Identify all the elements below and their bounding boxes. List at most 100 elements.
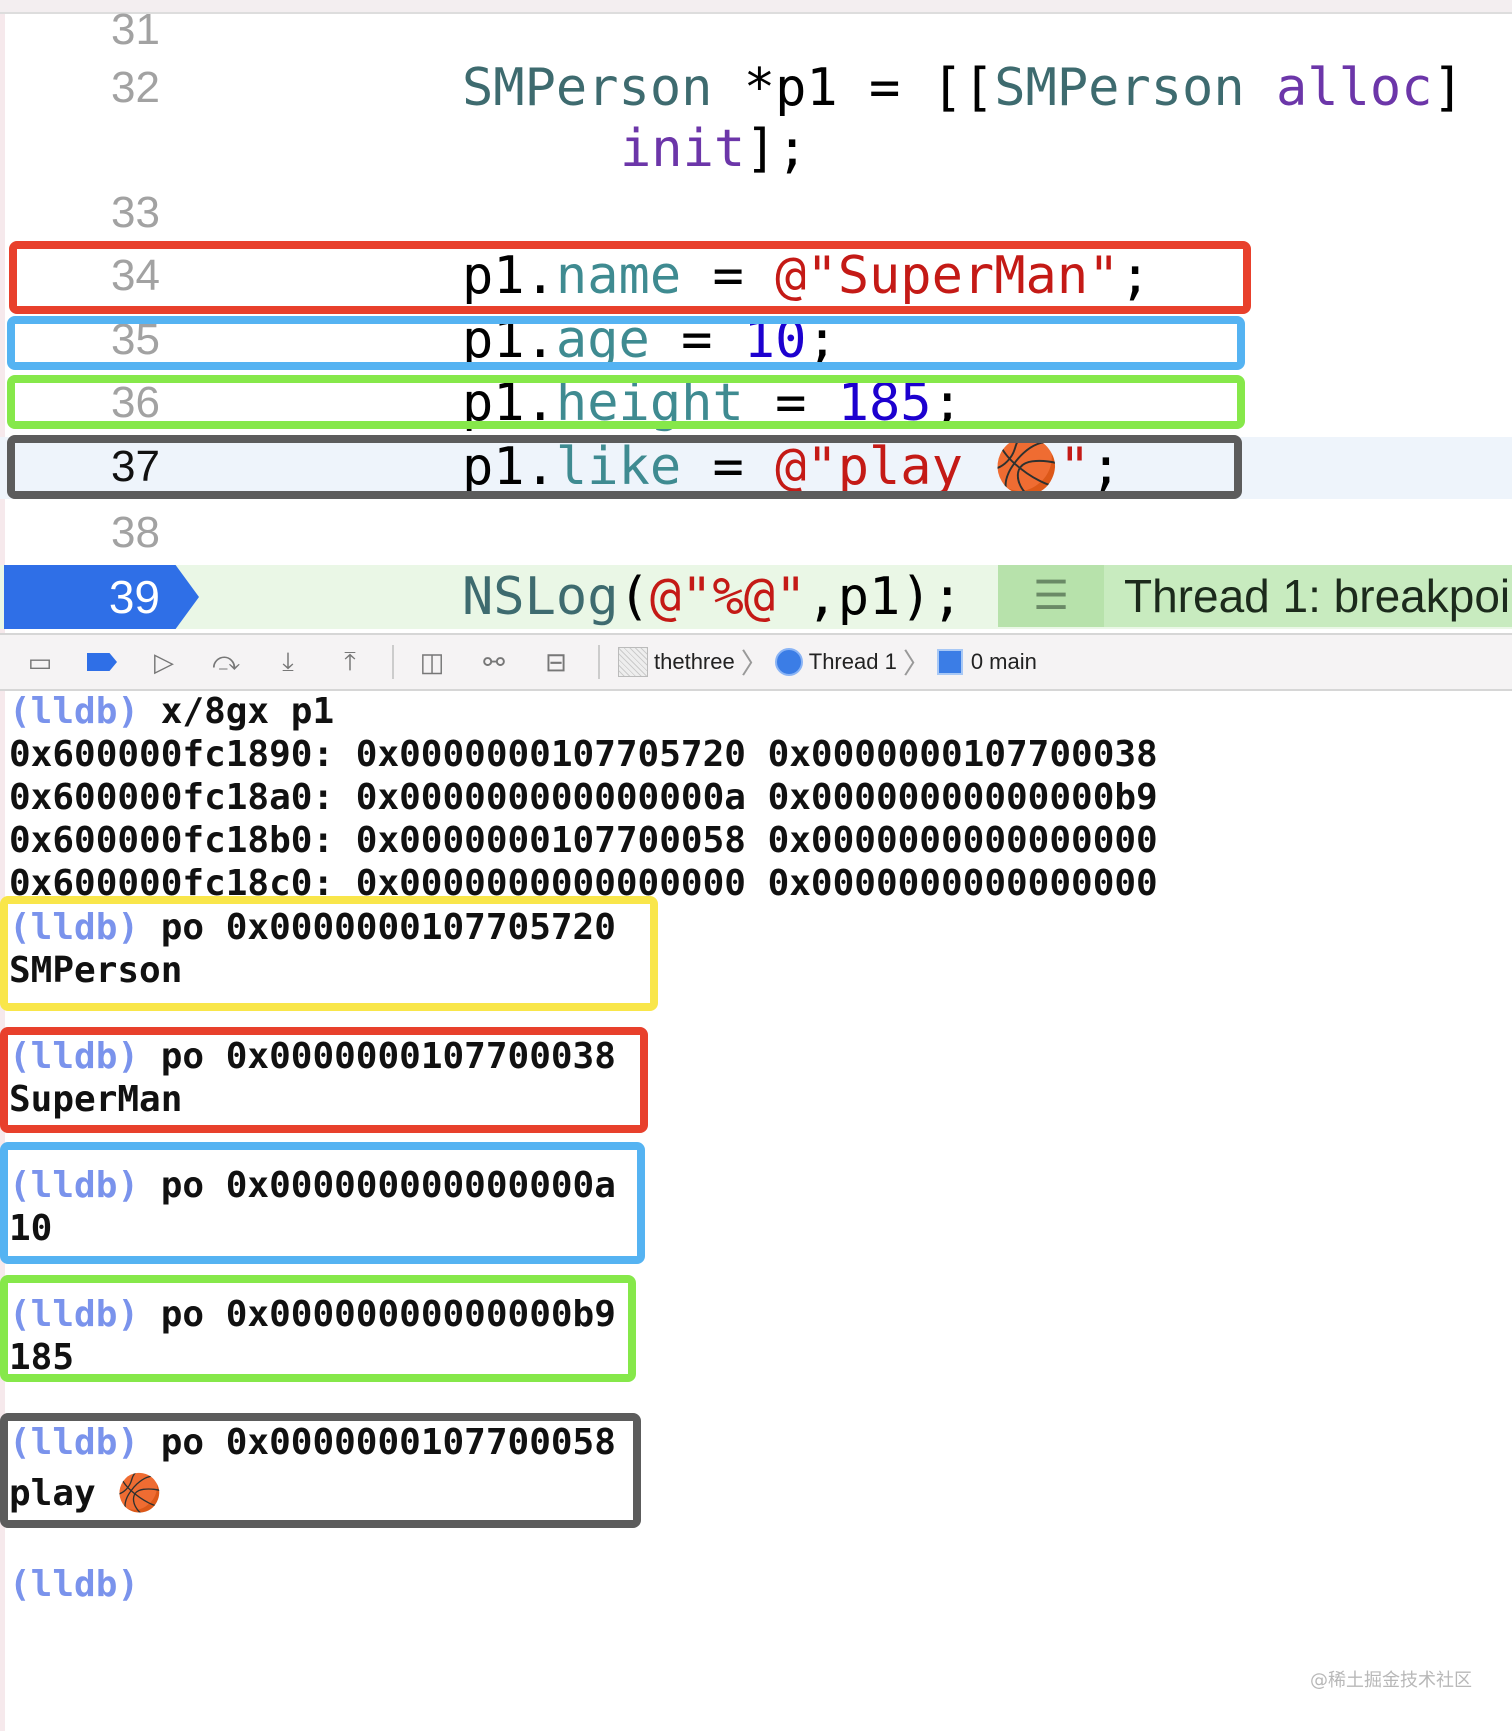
lldb-prompt: (lldb) <box>9 1036 140 1077</box>
memory-row: 0x600000fc1890: 0x0000000107705720 0x000… <box>9 734 1158 775</box>
environment-overrides-icon[interactable]: ⊟ <box>545 646 567 677</box>
console-line: 0x600000fc18b0: 0x0000000107700058 0x000… <box>9 819 1158 862</box>
thread-crumb[interactable]: Thread 1 <box>808 649 897 674</box>
highlight-box-po <box>0 1142 645 1264</box>
view-hierarchy-icon[interactable]: ◫ <box>419 646 445 677</box>
space <box>139 1294 161 1335</box>
console-command: po 0x000000000000000a <box>160 1165 616 1206</box>
line-number[interactable]: 33 <box>111 188 160 237</box>
step-into-icon[interactable]: ⤓ <box>282 646 294 676</box>
code-token: @"SuperMan" <box>775 246 1120 306</box>
code-token: = <box>681 437 776 497</box>
code-token: SMPerson <box>994 58 1245 118</box>
space <box>139 907 161 948</box>
memory-graph-icon[interactable]: ⚯ <box>483 646 505 677</box>
line-number[interactable]: 31 <box>111 5 160 54</box>
code-token: = <box>681 246 776 306</box>
space <box>139 1422 161 1463</box>
console-line: play 🏀 <box>9 1472 162 1515</box>
code-token: ; <box>1090 437 1122 497</box>
console-output: 10 <box>9 1208 53 1249</box>
code-line[interactable]: init]; <box>620 119 808 179</box>
line-number[interactable]: 38 <box>111 508 160 557</box>
console-line: (lldb) po 0x000000000000000a <box>9 1164 616 1207</box>
toolbar-divider <box>392 645 394 679</box>
console-output: SMPerson <box>9 950 183 991</box>
lldb-prompt: (lldb) <box>9 1165 140 1206</box>
console-output: 185 <box>9 1337 75 1378</box>
console-line: (lldb) po 0x0000000107700058 <box>9 1421 616 1464</box>
debug-toolbar: ▭ ▷ ⤼ ⤓ ⤒ ◫ ⚯ ⊟ thethree 〉 Thread 1 〉 0 … <box>0 633 1512 691</box>
step-over-icon[interactable]: ⤼ <box>212 646 240 676</box>
breakpoint-line-number[interactable]: 39 <box>108 571 160 623</box>
code-token: init <box>620 119 746 179</box>
hide-console-icon[interactable]: ▭ <box>27 646 53 677</box>
breakpoint-toggle-icon[interactable] <box>82 646 122 678</box>
menu-icon[interactable]: ☰ <box>998 565 1104 627</box>
line-number[interactable]: 32 <box>111 63 160 112</box>
code-line[interactable]: SMPerson *p1 = [[SMPerson alloc] <box>462 58 1464 118</box>
memory-row: 0x600000fc18b0: 0x0000000107700058 0x000… <box>9 820 1158 861</box>
step-out-icon[interactable]: ⤒ <box>344 646 356 676</box>
highlight-box-name <box>9 241 1251 314</box>
space <box>139 691 161 732</box>
frame-icon <box>936 649 963 675</box>
thread-badge-text: Thread 1: breakpoint 1.1 <box>1124 570 1512 622</box>
code-token: NSLog <box>462 567 619 627</box>
editor-top-bar <box>0 0 1512 14</box>
lldb-prompt: (lldb) <box>9 1422 140 1463</box>
line-number[interactable]: 37 <box>111 442 160 491</box>
console-command: po 0x0000000107700038 <box>160 1036 616 1077</box>
console-line: 185 <box>9 1336 74 1379</box>
thread-breakpoint-badge[interactable]: ☰ Thread 1: breakpoint 1.1 <box>998 565 1512 627</box>
console-command: po 0x00000000000000b9 <box>160 1294 616 1335</box>
console-line: 10 <box>9 1207 52 1250</box>
code-line[interactable]: p1.name = @"SuperMan"; <box>462 246 1151 306</box>
console-command: po 0x0000000107700058 <box>160 1422 616 1463</box>
console-line: 0x600000fc1890: 0x0000000107705720 0x000… <box>9 733 1158 776</box>
code-line[interactable]: p1.like = @"play 🏀"; <box>462 437 1122 497</box>
lldb-prompt: (lldb) <box>9 691 140 732</box>
line-number[interactable]: 36 <box>111 378 160 427</box>
highlight-box-like <box>7 435 1242 499</box>
window-edge <box>0 0 5 1731</box>
console-output: SuperMan <box>9 1079 183 1120</box>
current-line-highlight <box>0 437 1512 499</box>
app-icon <box>618 647 648 677</box>
breakpoint-marker[interactable] <box>4 565 199 629</box>
chevron-right-icon: 〉 <box>902 648 931 679</box>
frame-crumb[interactable]: 0 main <box>970 649 1037 674</box>
watermark: @稀土掘金技术社区 <box>1310 1670 1472 1691</box>
console-line: SMPerson <box>9 949 182 992</box>
console-line: SuperMan <box>9 1078 182 1121</box>
code-token: ,p1); <box>806 567 963 627</box>
highlight-box-po <box>0 1027 648 1133</box>
highlight-box-age <box>7 316 1245 370</box>
thread-icon <box>774 648 803 676</box>
code-token: ; <box>1119 246 1151 306</box>
code-token: alloc <box>1275 58 1433 118</box>
chevron-right-icon: 〉 <box>740 648 769 679</box>
console-line: (lldb) <box>9 1563 139 1606</box>
console-line: (lldb) po 0x0000000107700038 <box>9 1035 616 1078</box>
memory-row: 0x600000fc18a0: 0x000000000000000a 0x000… <box>9 777 1158 818</box>
line-number[interactable]: 34 <box>111 251 160 300</box>
continue-icon[interactable]: ▷ <box>154 646 174 677</box>
code-token: p1. <box>462 437 556 497</box>
code-token: @"play 🏀" <box>775 437 1091 497</box>
code-token: SMPerson <box>462 58 713 118</box>
console-line: (lldb) po 0x00000000000000b9 <box>9 1293 616 1336</box>
process-crumb[interactable]: thethree <box>654 649 735 674</box>
lldb-prompt: (lldb) <box>9 907 140 948</box>
console-output: play 🏀 <box>9 1473 163 1514</box>
highlight-box-po <box>0 1413 641 1528</box>
console-line: 0x600000fc18a0: 0x000000000000000a 0x000… <box>9 776 1158 819</box>
console-command: x/8gx p1 <box>160 691 335 732</box>
code-token: ]; <box>745 119 808 179</box>
code-line[interactable]: NSLog(@"%@",p1); <box>462 567 963 627</box>
lldb-prompt: (lldb) <box>9 1564 140 1605</box>
space <box>139 1165 161 1206</box>
console-command: po 0x0000000107705720 <box>160 907 616 948</box>
highlight-box-height <box>7 375 1245 429</box>
console-line: (lldb) x/8gx p1 <box>9 690 334 733</box>
